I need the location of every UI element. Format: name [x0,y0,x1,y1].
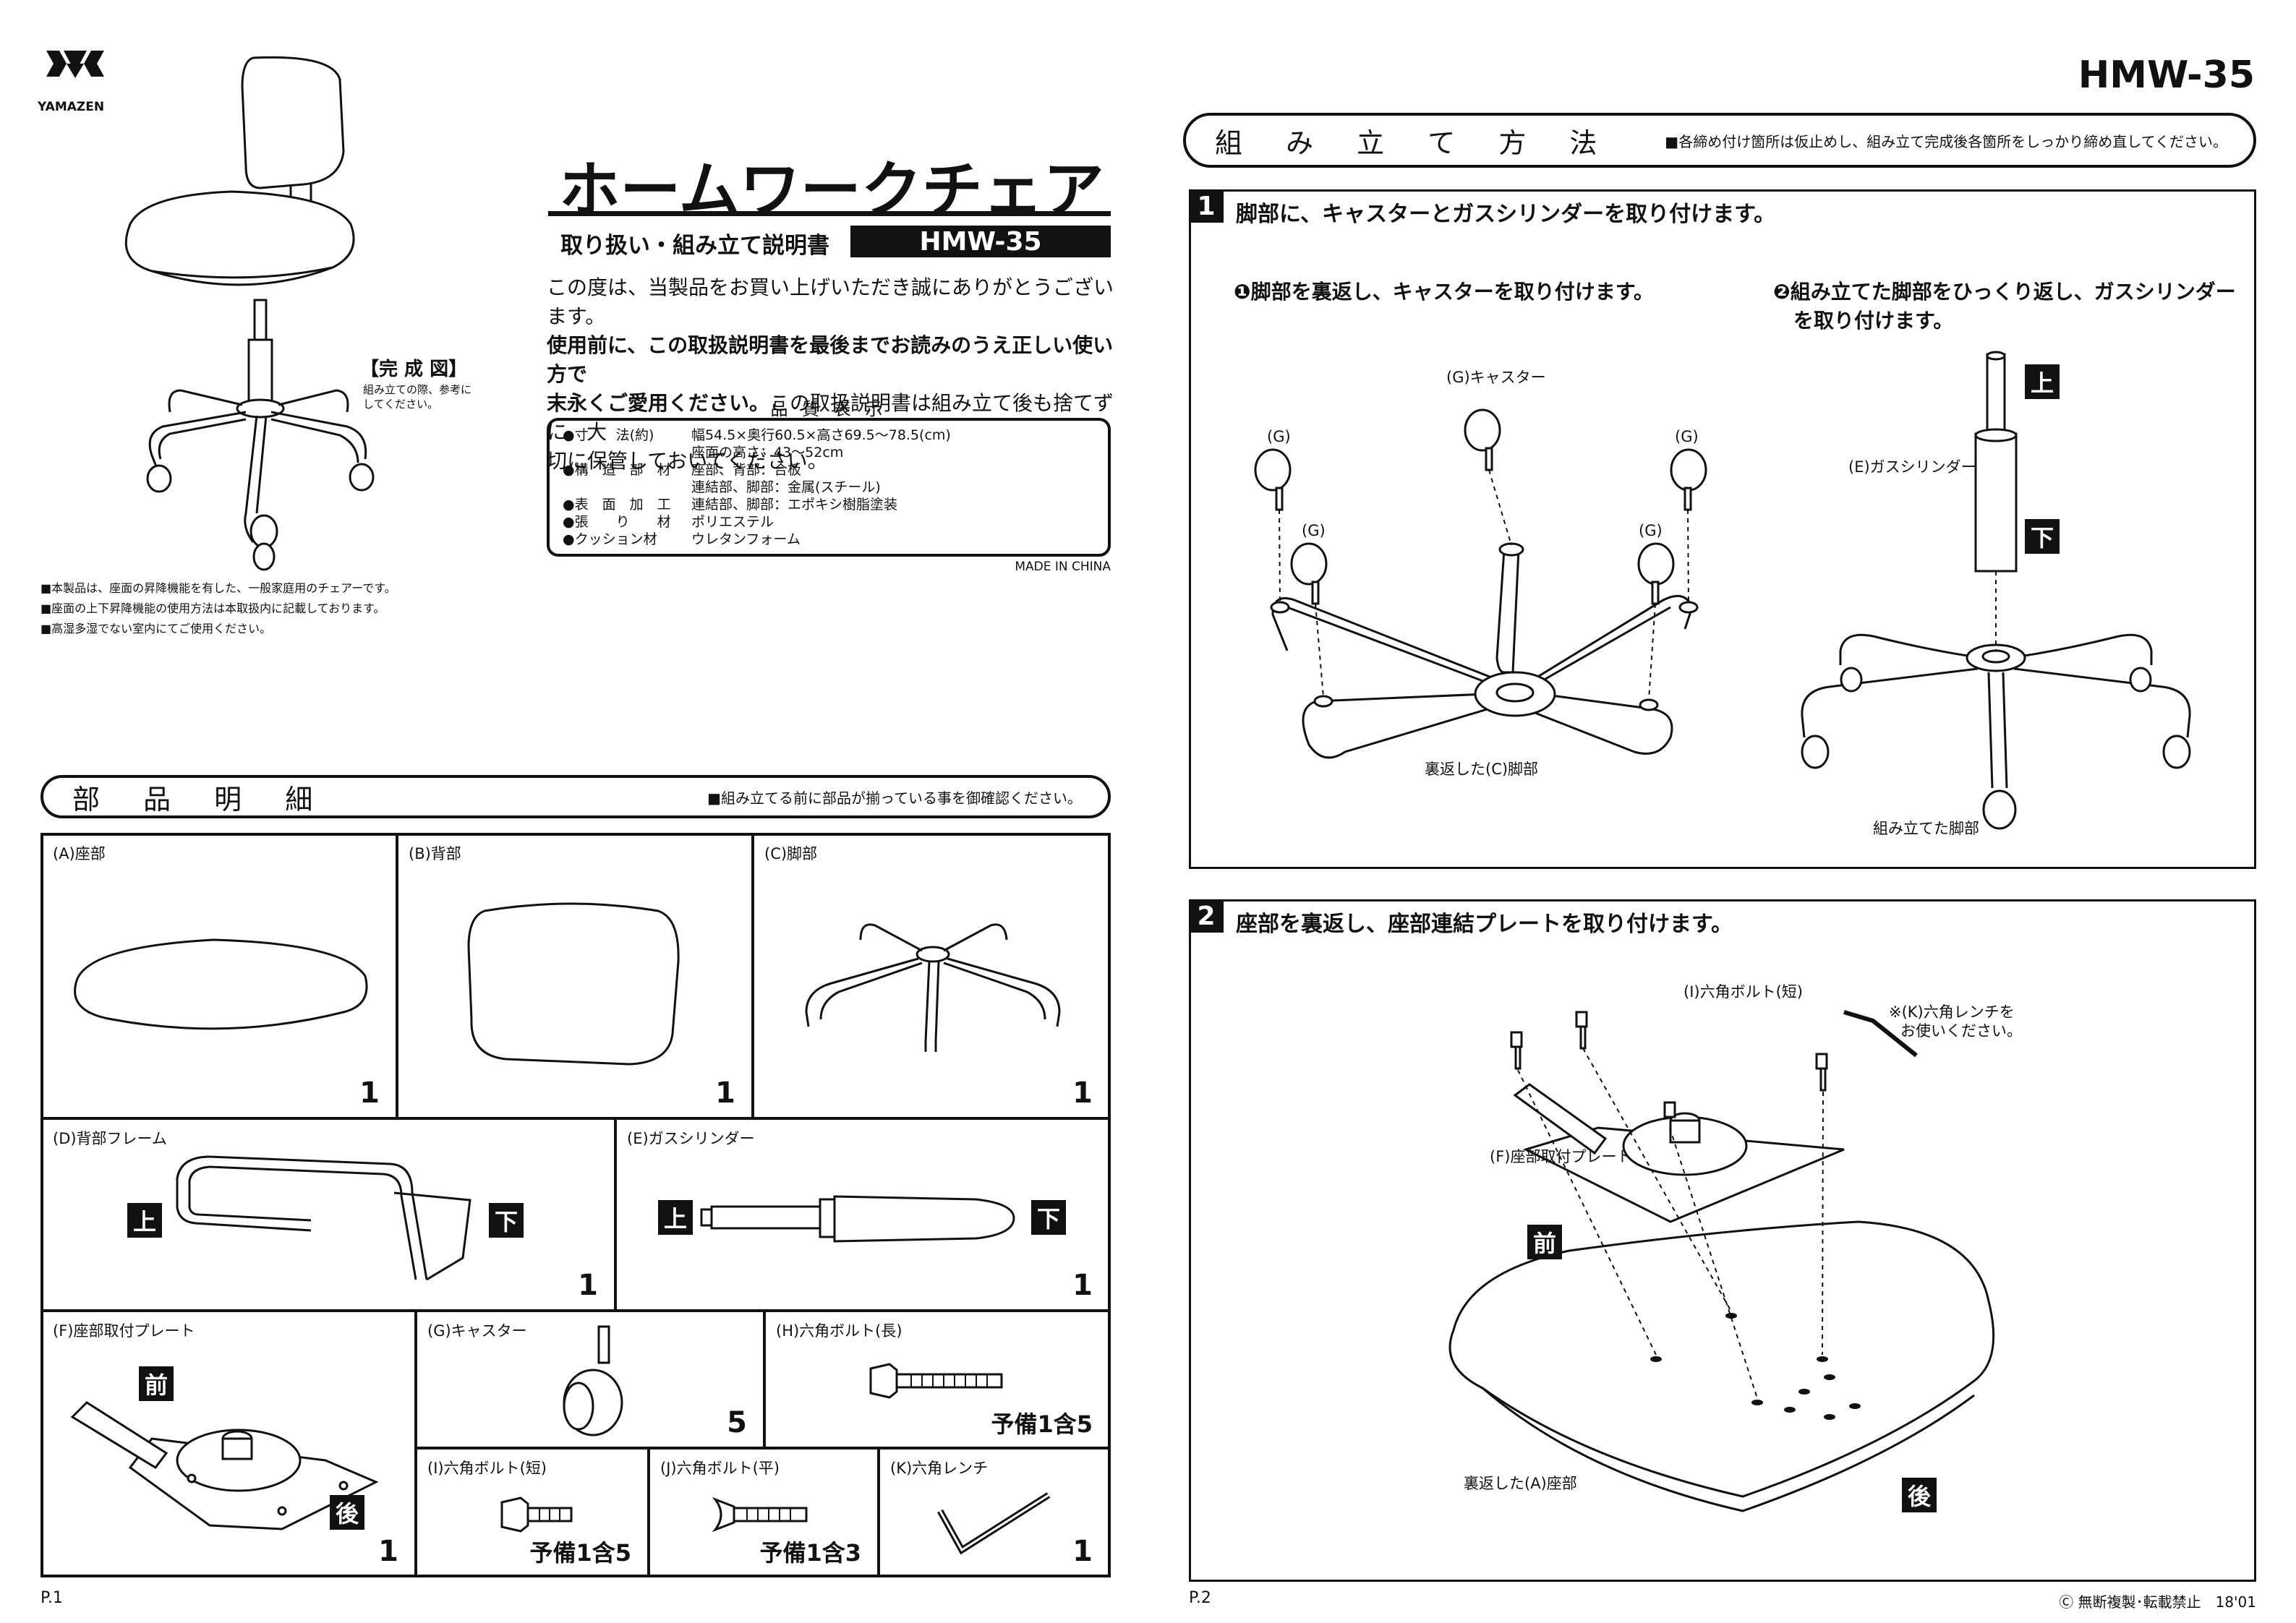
note-item: ■高湿多湿でない室内にてご使用ください。 [40,622,272,635]
tag-up-backframe: 上 [127,1203,162,1238]
seat-part-illustration [74,938,368,1030]
seat-plate-assembly-illustration [1448,1010,1995,1512]
completed-chair-illustration [124,56,375,571]
backframe-part-illustration [176,1155,471,1281]
tag-down-cylinder: 下 [1031,1200,1066,1235]
caster-part-illustration [563,1325,623,1436]
step-1-sub-1: ❶脚部を裏返し、キャスターを取り付けます。 [1234,280,1654,304]
copyright: Ⓒ 無断複製･転載禁止 18'01 [2059,1593,2256,1611]
short-bolt-part-illustration [500,1496,573,1533]
quality-box: ●寸 法(約)幅54.5×奥行60.5×高さ69.5～78.5(cm) 座面の高… [547,418,1111,557]
long-bolt-part-illustration [869,1363,1003,1399]
seat-caption: 裏返した(A)座部 [1464,1475,1577,1492]
intro-line: 切に保管しておいてください。 [547,449,828,473]
upside-down-base-illustration [1254,408,1707,759]
completed-note-1: 組み立ての際、参考に [363,383,472,396]
model-number-header: HMW-35 [2078,53,2255,97]
step-2-title: 座部を裏返し、座部連結プレートを取り付けます。 [1236,912,1733,937]
g-label-2: (G) [1675,428,1699,445]
assembly-header-note: ■各締め付け箇所は仮止めし、組み立て完成後各箇所をしっかり締め直してください。 [1665,132,2227,150]
caster-label: (G)キャスター [1446,369,1546,386]
parts-header: 部 品 明 細 ■組み立てる前に部品が揃っている事を御確認ください。 [40,775,1111,818]
step-1-number: 1 [1189,189,1224,223]
step-1-title: 脚部に、キャスターとガスシリンダーを取り付けます。 [1236,202,1776,227]
intro-line: この度は、当製品をお買い上げいただき誠にありがとうございます。 [547,275,1114,328]
tag-down-backframe: 下 [489,1203,524,1238]
quality-title: 品 質 表 示 [770,399,887,419]
hex-wrench-part-illustration [937,1492,1051,1555]
assembled-base-cylinder-illustration [1801,351,2191,830]
parts-header-title: 部 品 明 細 [72,783,330,815]
tag-front-plate: 前 [139,1366,174,1401]
step-2-box: 2 座部を裏返し、座部連結プレートを取り付けます。 [1189,899,2256,1582]
seat-plate-part-illustration [70,1401,379,1530]
flat-bolt-part-illustration [712,1496,808,1533]
wrench-note-1: ※(K)六角レンチを [1889,1003,2015,1021]
g-label-1: (G) [1267,428,1291,445]
bolt-label: (I)六角ボルト(短) [1683,983,1803,1001]
product-notes: ■本製品は、座面の昇降機能を有した、一般家庭用のチェアーです。 ■座面の上下昇降… [40,578,396,639]
tag-front-step2: 前 [1527,1225,1562,1259]
base-part-illustration [805,923,1061,1052]
brand-name: YAMAZEN [38,100,105,114]
model-badge: HMW-35 [850,226,1111,257]
parts-header-note: ■組み立てる前に部品が揃っている事を御確認ください。 [707,789,1082,807]
g-label-3: (G) [1302,522,1326,539]
assembly-header: 組 み 立 て 方 法 ■各締め付け箇所は仮止めし、組み立て完成後各箇所をしっか… [1183,113,2256,168]
note-item: ■本製品は、座面の昇降機能を有した、一般家庭用のチェアーです。 [40,581,396,595]
made-in: MADE IN CHINA [1015,560,1111,574]
cylinder-label: (E)ガスシリンダー [1848,458,1976,476]
yamazen-logo-icon [46,51,104,78]
completed-title: 【完 成 図】 [360,359,468,380]
base-caption: 裏返した(C)脚部 [1425,761,1539,778]
tag-up-cylinder: 上 [658,1200,693,1235]
tag-back-plate: 後 [330,1495,364,1530]
intro-line: 使用前に、この取扱説明書を最後までお読みのうえ正しい使い方で [547,333,1114,386]
step-1-sub-2-line2: を取り付けます。 [1793,309,1954,333]
step-1-box: 1 脚部に、キャスターとガスシリンダーを取り付けます。 [1189,189,2256,869]
g-label-4: (G) [1639,522,1663,539]
tag-back-step2: 後 [1902,1478,1937,1512]
gas-cylinder-part-illustration [700,1195,1015,1243]
page-number-1: P.1 [40,1589,63,1607]
assembly-header-title: 組 み 立 て 方 法 [1215,127,1615,159]
part-k-cell: (K)六角レンチ 1 [878,1447,1111,1577]
part-j-cell: (J)六角ボルト(平) 予備1含3 [648,1447,879,1577]
title-rule [548,211,1111,216]
manual-subtitle: 取り扱い・組み立て説明書 [560,233,829,259]
tag-up-step1: 上 [2025,364,2060,399]
step-2-number: 2 [1189,899,1224,933]
completed-note-2: してください。 [363,398,439,411]
page-number-2: P.2 [1189,1589,1211,1607]
assembled-caption: 組み立てた脚部 [1873,820,1979,837]
intro-text: この度は、当製品をお買い上げいただき誠にありがとうございます。 使用前に、この取… [547,273,1125,476]
note-item: ■座面の上下昇降機能の使用方法は本取扱内に記載しております。 [40,601,385,615]
part-i-cell: (I)六角ボルト(短) 予備1含5 [415,1447,649,1577]
plate-label: (F)座部取付プレート [1490,1148,1632,1165]
wrench-note-2: お使いください。 [1900,1022,2022,1040]
tag-down-step1: 下 [2025,519,2060,554]
backrest-part-illustration [467,902,680,1066]
model-badge-text: HMW-35 [919,226,1042,257]
step-1-sub-2-line1: ❷組み立てた脚部をひっくり返し、ガスシリンダー [1773,280,2236,304]
